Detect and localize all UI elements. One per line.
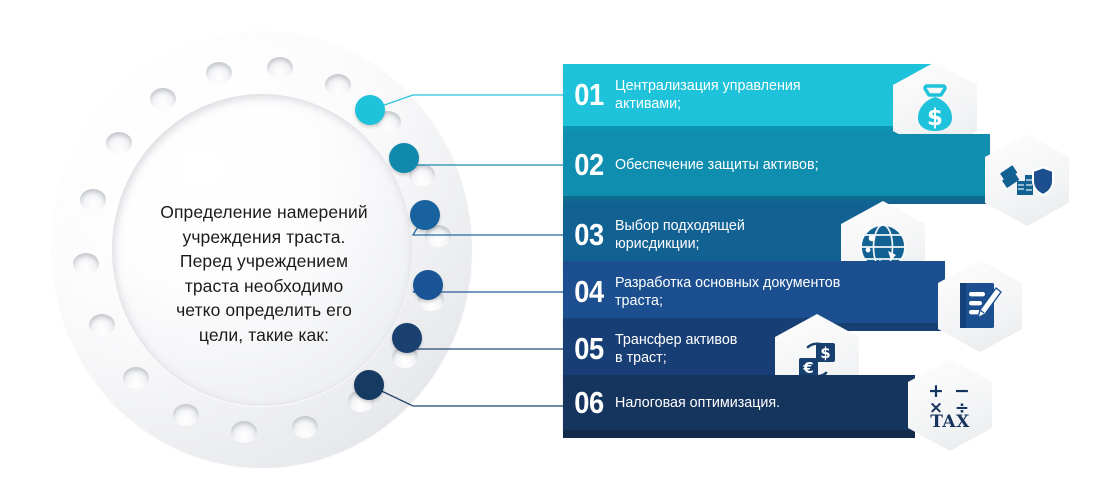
- money-bag-icon: $: [910, 82, 960, 134]
- step-bar: 04 Разработка основных документов траста;: [563, 261, 945, 323]
- step-number: 04: [574, 274, 604, 309]
- step-row[interactable]: 02 Обеспечение защиты активов;: [563, 134, 1100, 226]
- step-number: 06: [574, 384, 604, 420]
- connector-dot[interactable]: [410, 200, 440, 230]
- circle-inner-disc: [112, 94, 412, 406]
- ring-dimple: [88, 314, 115, 337]
- ring-dimple: [122, 366, 149, 389]
- step-label: Трансфер активов в траст;: [615, 332, 738, 366]
- ring-dimple: [149, 87, 176, 110]
- tax-calculator-hex: + − × ÷ TAX: [908, 359, 992, 451]
- svg-text:÷: ÷: [955, 398, 969, 418]
- ring-dimple: [266, 56, 293, 79]
- ring-dimple: [325, 74, 352, 97]
- step-row[interactable]: 05 Трансфер активов в траст; $ €: [563, 314, 1100, 406]
- step-divider: [563, 430, 915, 438]
- step-row[interactable]: 06 Налоговая оптимизация. + − × ÷ TAX: [563, 359, 1100, 451]
- step-bar: 03 Выбор подходящей юрисдикции;: [563, 204, 880, 266]
- document-pen-icon: [956, 280, 1004, 332]
- connector-dot[interactable]: [354, 370, 384, 400]
- svg-text:×: ×: [929, 398, 943, 418]
- step-bar: 01 Централизация управления активами;: [563, 64, 935, 126]
- step-label: Налоговая оптимизация.: [615, 394, 781, 411]
- ring-dimple: [409, 163, 436, 186]
- step-number: 02: [574, 147, 604, 182]
- step-divider: [563, 196, 990, 204]
- connector-dot[interactable]: [413, 270, 443, 300]
- ring-dimple: [172, 403, 199, 426]
- connector-dot[interactable]: [392, 323, 422, 353]
- ring-dimple: [106, 132, 133, 155]
- circle-dimples: [52, 32, 472, 468]
- step-row[interactable]: 01 Централизация управления активами; $: [563, 62, 1100, 154]
- tax-calculator-icon: + − × ÷ TAX: [923, 381, 977, 429]
- svg-text:−: −: [954, 381, 970, 402]
- svg-text:$: $: [820, 344, 830, 362]
- step-bar: 02 Обеспечение защиты активов;: [563, 134, 990, 196]
- svg-text:+: +: [928, 381, 944, 402]
- ring-dimple: [205, 61, 232, 84]
- step-row[interactable]: 03 Выбор подходящей юрисдикции;: [563, 201, 1100, 293]
- step-number: 03: [574, 217, 604, 252]
- step-row[interactable]: 04 Разработка основных документов траста;: [563, 260, 1100, 352]
- connector-dot[interactable]: [389, 143, 419, 173]
- svg-text:$: $: [927, 105, 943, 131]
- step-number: 05: [574, 331, 604, 366]
- svg-text:€: €: [802, 359, 813, 377]
- step-bar: 05 Трансфер активов в траст;: [563, 318, 815, 380]
- center-text: Определение намерений учреждения траста.…: [160, 202, 368, 345]
- connector-line: [368, 384, 563, 407]
- document-pen-hex: [938, 260, 1022, 352]
- step-bar: 06 Налоговая оптимизация.: [563, 375, 915, 430]
- svg-text:TAX: TAX: [930, 412, 970, 429]
- asset-protection-shield-icon: [1000, 157, 1054, 203]
- step-label: Обеспечение защиты активов;: [615, 157, 819, 173]
- step-divider: [563, 126, 935, 134]
- ring-dimple: [424, 225, 451, 248]
- step-label: Выбор подходящей юрисдикции;: [615, 218, 745, 252]
- currency-exchange-icon: $ €: [791, 334, 843, 386]
- ring-dimple: [79, 189, 106, 212]
- step-label: Централизация управления активами;: [615, 78, 801, 112]
- ring-dimple: [73, 252, 100, 275]
- ring-dimple: [231, 421, 258, 444]
- step-number: 01: [574, 77, 604, 112]
- step-list: 01 Централизация управления активами; $ 0…: [563, 62, 1100, 451]
- central-circle: Определение намерений учреждения траста.…: [52, 32, 472, 468]
- ring-dimple: [292, 416, 319, 439]
- step-label: Разработка основных документов траста;: [615, 275, 841, 309]
- connector-dot[interactable]: [355, 95, 385, 125]
